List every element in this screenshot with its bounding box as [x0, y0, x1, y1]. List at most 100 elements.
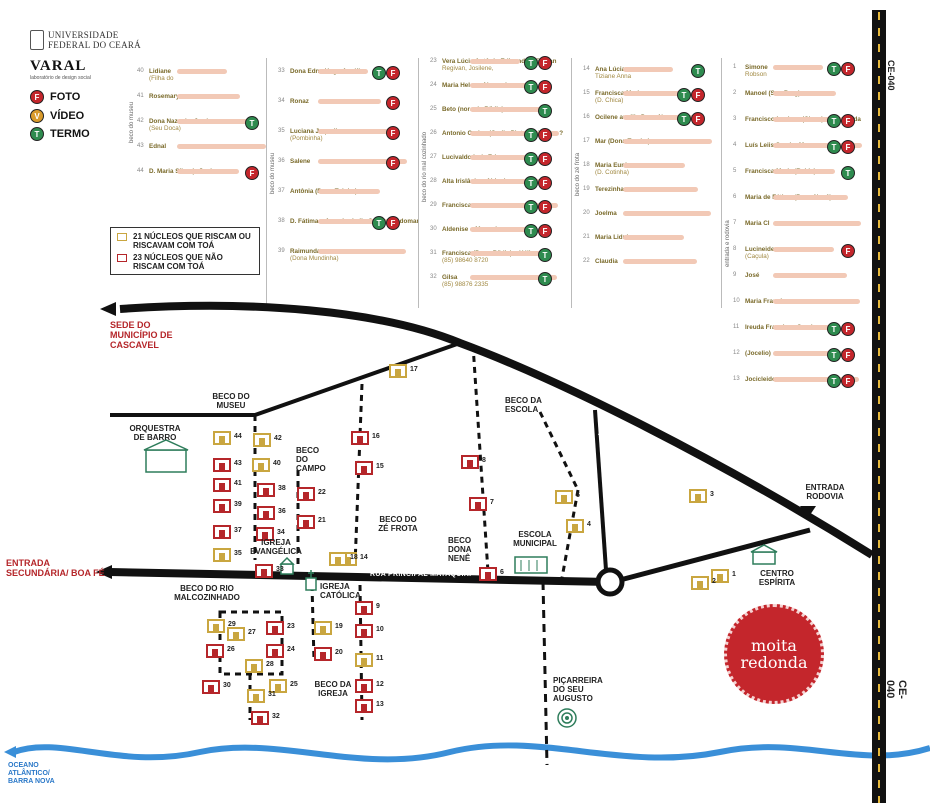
entrada-rodovia-label: ENTRADA RODOVIA — [805, 483, 845, 501]
redacted-text — [623, 163, 685, 168]
redacted-text — [470, 275, 557, 280]
beco-igreja-label: BECO DA IGREJA — [314, 680, 352, 698]
entry-number: 37 — [278, 188, 285, 194]
house-39-icon: 39 — [213, 499, 242, 513]
entry-number: 26 — [430, 130, 437, 136]
video-badge-icon: V — [30, 109, 44, 123]
oceano-label: OCEANO ATLÂNTICO/ BARRA NOVA — [8, 762, 55, 785]
foto-badge-icon: F — [245, 166, 259, 180]
foto-badge-icon: F — [538, 200, 552, 214]
entry-extra: (Seu Doca) — [149, 125, 181, 132]
house-26-icon: 26 — [206, 644, 235, 658]
foto-badge-icon: F — [841, 322, 855, 336]
house-37-icon: 37 — [213, 525, 242, 539]
ufc-line1: UNIVERSIDADE — [48, 30, 119, 40]
termo-badge-icon: T — [524, 200, 538, 214]
entry-name: Francisca — [442, 202, 472, 209]
house-4-icon: 4 — [566, 519, 591, 533]
entry-number: 36 — [278, 158, 285, 164]
entry-name: Luciana Jaqueline — [290, 128, 345, 135]
house-13-icon: 13 — [355, 699, 384, 713]
legend-termo-label: TERMO — [50, 128, 90, 140]
redacted-text — [623, 259, 697, 264]
entry-number: 30 — [430, 226, 437, 232]
igreja-catolica-icon — [305, 570, 317, 591]
entry-number: 6 — [733, 194, 737, 200]
nucleos-legend-box: 21 NÚCLEOS QUE RISCAM OU RISCAVAM COM TO… — [110, 227, 260, 275]
entry-name: Maria Francisco — [745, 298, 793, 305]
redacted-text — [773, 143, 862, 148]
house-3-icon: 3 — [689, 489, 714, 503]
house-34-icon: 34 — [256, 527, 285, 541]
entry-number: 16 — [583, 114, 590, 120]
ocean-line — [12, 742, 930, 763]
house-number: 41 — [234, 480, 242, 487]
entry-name: Maria Liduina — [595, 234, 636, 241]
entry-number: 27 — [430, 154, 437, 160]
beco-museu-label: BECO DO MUSEU — [212, 392, 250, 410]
entry-extra: (Filha do — [149, 75, 174, 82]
road-museu — [110, 341, 461, 417]
legend-foto-label: FOTO — [50, 91, 81, 103]
entry-extra: Robson — [745, 71, 767, 78]
house-number: 4 — [587, 521, 591, 528]
legend-red-text: 23 NÚCLEOS QUE NÃO RISCAM COM TOÁ — [133, 253, 223, 271]
house-number: 42 — [274, 435, 282, 442]
entry-number: 19 — [583, 186, 590, 192]
house-number: 32 — [272, 713, 280, 720]
house-number: 27 — [248, 629, 256, 636]
entry-number: 22 — [583, 258, 590, 264]
house-32-icon: 32 — [251, 711, 280, 725]
house-44-icon: 44 — [213, 431, 242, 445]
road-sede — [119, 301, 875, 559]
foto-badge-icon: F — [841, 374, 855, 388]
redacted-text — [177, 94, 240, 99]
entry-number: 20 — [583, 210, 590, 216]
foto-badge-icon: F — [386, 156, 400, 170]
entry-name: Ronaz — [290, 98, 309, 105]
redacted-text — [470, 179, 545, 184]
entry-number: 4 — [733, 142, 737, 148]
termo-badge-icon: T — [827, 62, 841, 76]
entry-name: Francisca Maria — [595, 90, 643, 97]
entry-name: Mar (Dona Tarcha) — [595, 138, 650, 145]
escola-icon — [514, 556, 548, 574]
beco-zefrota-label: BECO DO ZÉ FROTA — [378, 515, 418, 533]
beco-nene-path — [471, 344, 490, 573]
entry-number: 13 — [733, 376, 740, 382]
house-number: 9 — [376, 603, 380, 610]
redacted-text — [318, 69, 368, 74]
picarreira-icon — [557, 708, 577, 728]
house-1-icon: 1 — [711, 569, 736, 583]
house-29-icon: 29 — [207, 619, 236, 633]
orquestra-icon — [143, 439, 189, 473]
foto-badge-icon: F — [386, 96, 400, 110]
entry-number: 7 — [733, 220, 737, 226]
house-number: 7 — [490, 499, 494, 506]
house-number: 20 — [335, 649, 343, 656]
house-number: 13 — [376, 701, 384, 708]
entry-name: Claudia — [595, 258, 618, 265]
road-escola — [593, 409, 608, 571]
entry-number: 21 — [583, 234, 590, 240]
entry-name: Ana Lúcia — [595, 66, 626, 73]
entry-number: 23 — [430, 58, 437, 64]
entry-number: 1 — [733, 64, 737, 70]
ufc-line2: FEDERAL DO CEARÁ — [48, 40, 141, 50]
redacted-text — [623, 139, 712, 144]
foto-badge-icon: F — [691, 88, 705, 102]
house-number: 35 — [234, 550, 242, 557]
ce040-bottom-label: CE-040 — [884, 680, 908, 699]
redacted-text — [773, 169, 835, 174]
entry-number: 9 — [733, 272, 737, 278]
beco-escola-label: BECO DA ESCOLA — [505, 396, 542, 414]
termo-badge-icon: T — [827, 140, 841, 154]
house-number: 11 — [376, 655, 384, 662]
redacted-text — [470, 83, 533, 88]
redacted-text — [773, 299, 860, 304]
foto-badge-icon: F — [841, 114, 855, 128]
house-35-icon: 35 — [213, 548, 242, 562]
foto-badge-icon: F — [538, 80, 552, 94]
entry-extra: (Pombinha) — [290, 135, 323, 142]
